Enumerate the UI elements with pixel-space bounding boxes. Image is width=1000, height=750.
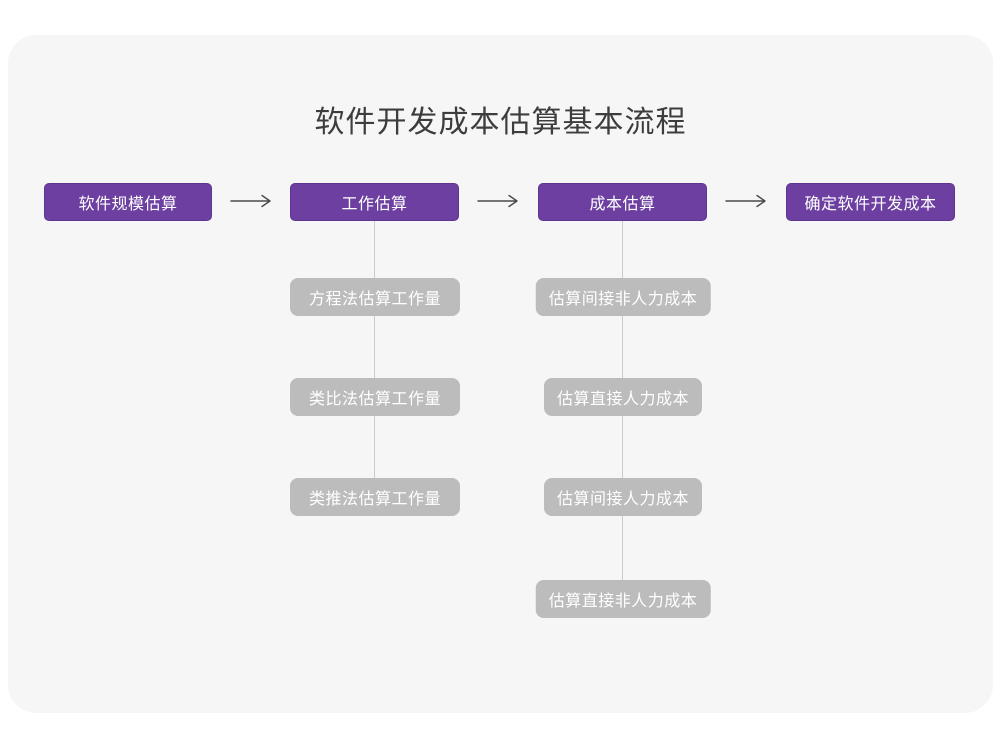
flow-step-work-estimation: 工作估算 bbox=[290, 183, 459, 221]
branch-box-extrapolation-method: 类推法估算工作量 bbox=[290, 478, 460, 516]
page-title: 软件开发成本估算基本流程 bbox=[314, 106, 687, 139]
flow-step-label: 确定软件开发成本 bbox=[804, 196, 937, 213]
branch-box-label: 估算直接人力成本 bbox=[556, 391, 690, 408]
branch-box-label: 方程法估算工作量 bbox=[308, 291, 441, 308]
flow-step-label: 软件规模估算 bbox=[78, 196, 178, 213]
arrow-right-icon bbox=[229, 193, 273, 209]
flow-step-determine-development-cost: 确定软件开发成本 bbox=[786, 183, 955, 221]
flow-step-cost-estimation: 成本估算 bbox=[538, 183, 707, 221]
branch-box-label: 类推法估算工作量 bbox=[308, 491, 441, 508]
flow-step-software-scale-estimation: 软件规模估算 bbox=[44, 183, 212, 221]
arrow-right-icon bbox=[724, 193, 768, 209]
flowchart-card: 软件开发成本估算基本流程 软件规模估算 工作估算 成本估算 确定软件开发成本 方… bbox=[8, 35, 993, 713]
branch-box-direct-labor-cost: 估算直接人力成本 bbox=[543, 378, 703, 416]
arrow-right-icon bbox=[476, 193, 520, 209]
connector-line-work-branch bbox=[374, 221, 375, 497]
branch-box-equation-method: 方程法估算工作量 bbox=[290, 278, 460, 316]
branch-box-indirect-labor-cost: 估算间接人力成本 bbox=[543, 478, 703, 516]
flow-step-label: 成本估算 bbox=[589, 196, 656, 213]
branch-box-label: 估算间接人力成本 bbox=[556, 491, 690, 508]
branch-box-label: 估算直接非人力成本 bbox=[548, 593, 698, 610]
flow-step-label: 工作估算 bbox=[341, 196, 408, 213]
branch-box-analogy-method: 类比法估算工作量 bbox=[290, 378, 460, 416]
branch-box-direct-non-labor-cost: 估算直接非人力成本 bbox=[535, 580, 711, 618]
branch-box-label: 估算间接非人力成本 bbox=[548, 291, 698, 308]
branch-box-indirect-non-labor-cost: 估算间接非人力成本 bbox=[535, 278, 711, 316]
branch-box-label: 类比法估算工作量 bbox=[308, 391, 441, 408]
